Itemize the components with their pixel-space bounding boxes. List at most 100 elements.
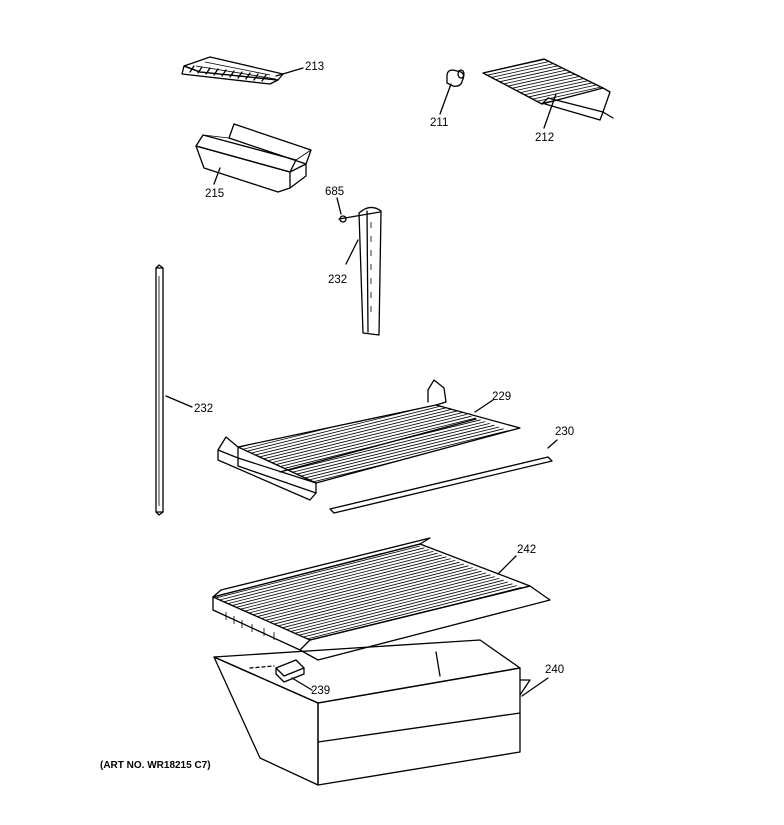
shelf-229-wire: [265, 417, 477, 471]
freezer-shelf-wire: [521, 84, 603, 104]
label-240: 240: [545, 664, 564, 676]
freezer-bin-215: [195, 123, 312, 193]
shelf-229-wire: [256, 414, 467, 467]
shelf-242-rib: [248, 565, 469, 623]
label-213: 213: [305, 61, 324, 73]
shelf-229-wire: [321, 439, 520, 483]
shelf-229-wire: [394, 468, 520, 483]
crisper-pan-240: [213, 639, 549, 786]
label-232-upper: 232: [328, 274, 347, 286]
shelf-stop-211: [439, 69, 465, 115]
freezer-shelf-wire: [493, 68, 585, 90]
label-239: 239: [311, 685, 330, 697]
shelf-229-wire: [284, 424, 495, 478]
shelf-242-rib: [336, 601, 530, 640]
shelf-229-wire: [298, 430, 509, 483]
shelf-242-rib: [287, 581, 509, 639]
art-number: (ART NO. WR18215 C7): [100, 760, 211, 771]
shelf-229-wire: [238, 405, 444, 458]
shelf-242-rib: [327, 597, 530, 640]
shelf-242-rib: [314, 592, 530, 640]
shelf-229-wire: [344, 448, 520, 483]
label-230: 230: [555, 426, 574, 438]
freezer-shelf-wire: [513, 79, 603, 101]
shelf-229-wire: [316, 437, 520, 483]
shelf-rail-232-left: [155, 264, 193, 516]
shelf-229-wire: [357, 453, 520, 483]
fresh-food-shelf-229: [217, 379, 521, 501]
freezer-shelf-wire: [489, 66, 581, 88]
shelf-242-rib: [279, 578, 500, 635]
freezer-shelf-wire: [537, 93, 603, 104]
shelf-229-wire: [376, 460, 520, 483]
crisper-cover-242: [212, 537, 551, 661]
freezer-shelf-wire: [485, 64, 577, 86]
shelf-242-rib: [323, 596, 530, 640]
shelf-242-rib: [367, 614, 530, 640]
label-215: 215: [205, 188, 224, 200]
shelf-242-rib: [358, 610, 530, 640]
shelf-242-rib: [235, 560, 456, 617]
freezer-shelf-wire: [558, 104, 648, 124]
shelf-242-rib: [213, 551, 434, 608]
shelf-242-rib: [213, 545, 421, 603]
shelf-242-rib: [252, 567, 473, 624]
shelf-229-wire: [367, 457, 520, 483]
shelf-229-wire: [385, 464, 520, 483]
shelf-242-rib: [393, 624, 530, 640]
shelf-229-wire: [293, 428, 504, 482]
shelf-229-wire: [311, 435, 520, 483]
shelf-rail-232-upper: [336, 197, 382, 336]
shelf-242-rib: [292, 583, 513, 640]
shelf-242-rib: [345, 605, 530, 640]
shelf-229-wire: [408, 473, 520, 483]
label-242: 242: [517, 544, 536, 556]
shelf-229-wire: [334, 444, 520, 483]
freezer-shelf-wire: [529, 88, 603, 104]
shelf-229-wire: [371, 459, 520, 483]
label-229: 229: [492, 391, 511, 403]
freezer-shelf-212: [482, 58, 652, 129]
shelf-229-wire: [307, 433, 518, 483]
shelf-242-rib: [217, 552, 438, 610]
freezer-shelf-wire: [541, 95, 603, 104]
shelf-229-wire: [252, 412, 463, 465]
shelf-242-rib: [257, 569, 478, 626]
label-212: 212: [535, 132, 554, 144]
shelf-242-rib: [221, 554, 443, 612]
shelf-242-rib: [261, 570, 482, 628]
cover-support-239: [249, 659, 313, 691]
shelf-242-rib: [226, 556, 447, 614]
freezer-shelf-wire: [562, 107, 652, 127]
shelf-242-rib: [397, 626, 530, 640]
shelf-229-wire: [238, 406, 449, 460]
shelf-242-rib: [283, 579, 504, 637]
label-211: 211: [430, 117, 448, 129]
ice-tray-213: [181, 56, 304, 85]
shelf-229-wire: [403, 471, 520, 483]
shelf-242-rib: [274, 576, 495, 633]
shelf-229-wire: [348, 450, 520, 483]
shelf-242-rib: [406, 630, 530, 640]
shelf-229-wire: [261, 415, 472, 469]
shelf-229-wire: [288, 426, 500, 480]
shelf-trim-230: [329, 439, 558, 514]
shelf-229-wire: [279, 423, 490, 476]
shelf-242-rib: [243, 563, 465, 621]
label-685: 685: [325, 186, 344, 198]
shelf-242-rib: [349, 606, 530, 640]
shelf-242-rib: [353, 608, 530, 640]
shelf-229-wire: [242, 408, 454, 462]
shelf-242-rib: [265, 572, 487, 630]
shelf-242-rib: [309, 590, 530, 640]
shelf-242-rib: [230, 558, 451, 615]
shelf-229-wire: [275, 421, 486, 474]
shelf-242-rib: [402, 628, 530, 640]
label-232-left: 232: [194, 403, 213, 415]
shelf-242-rib: [213, 547, 425, 605]
shelf-242-rib: [318, 594, 530, 640]
shelf-229-wire: [339, 446, 520, 483]
shelf-242-rib: [213, 549, 429, 606]
freezer-shelf-wire: [517, 82, 603, 103]
